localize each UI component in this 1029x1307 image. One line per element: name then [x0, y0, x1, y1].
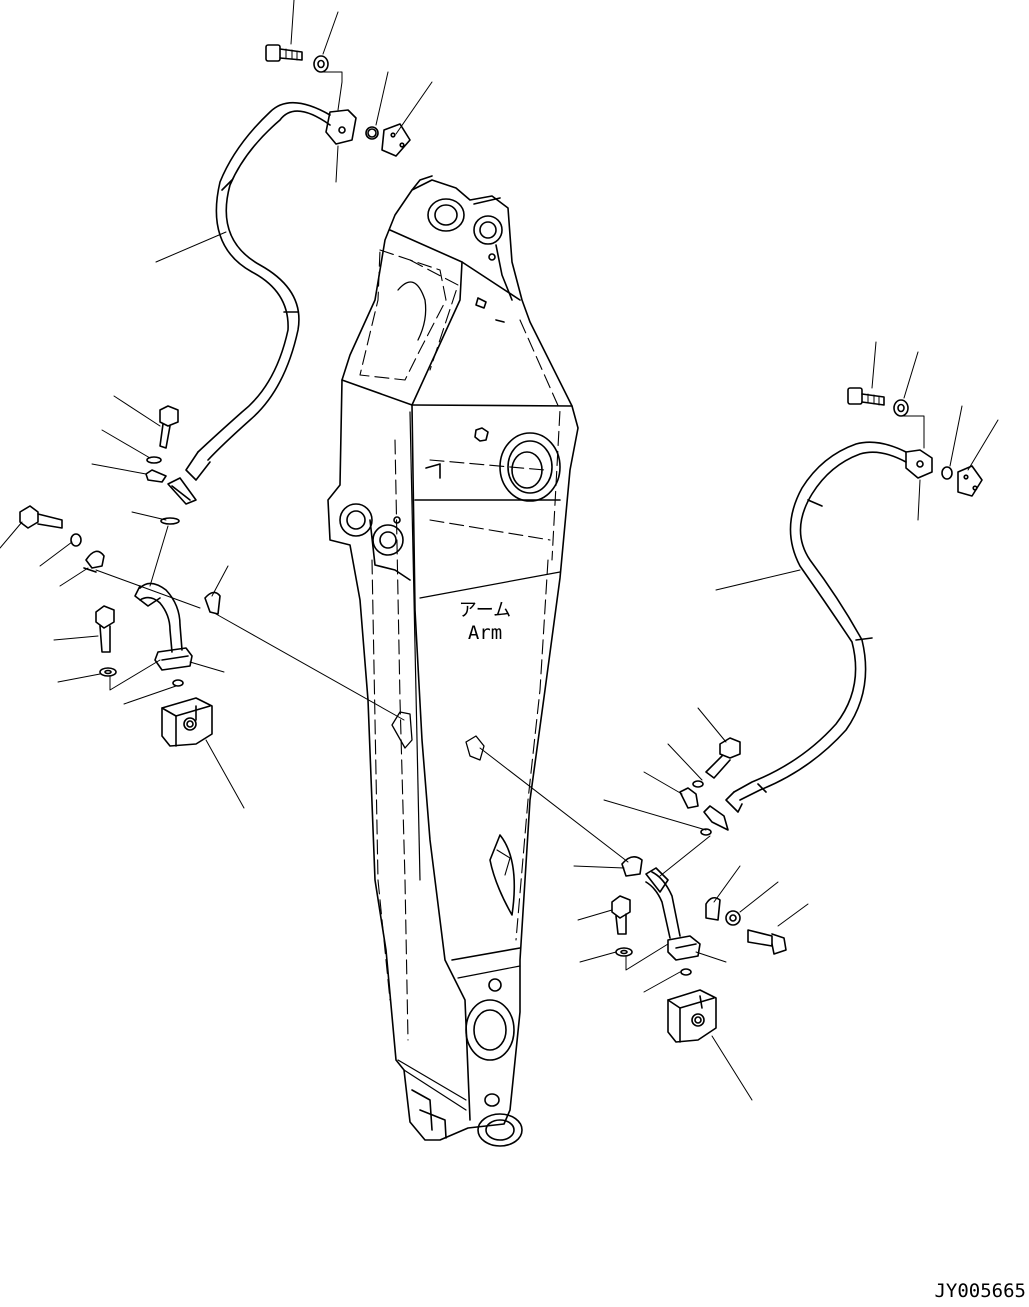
elbow-block-assembly-right [479, 707, 809, 1101]
hose-assembly-upper-left [155, 0, 433, 505]
arm-label-english: Arm [467, 622, 503, 644]
drawing-code: JY005665 [934, 1280, 1026, 1302]
elbow-block-assembly-left [0, 395, 405, 809]
arm-label-japanese: アーム [458, 600, 512, 621]
arm-body [327, 175, 579, 1147]
hose-assembly-right [703, 341, 999, 831]
